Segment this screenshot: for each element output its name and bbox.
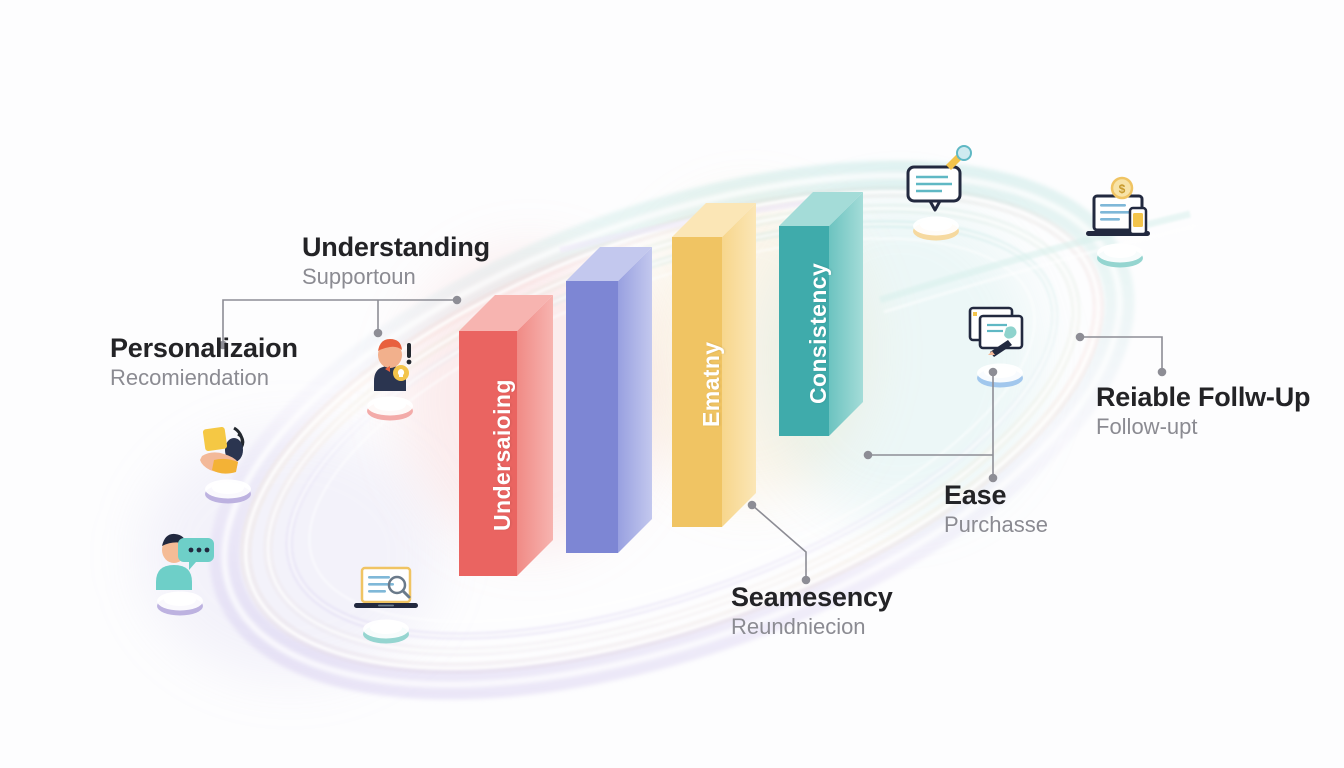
callout-title: Understanding (302, 232, 490, 262)
person-chat-icon (142, 520, 220, 620)
callout-title: Ease (944, 480, 1007, 510)
bar-empathy: Ematny (672, 203, 756, 527)
bar-blue (566, 247, 652, 553)
callout-title: Personalizaion (110, 333, 298, 363)
laptop-search-icon (348, 548, 426, 648)
callout-subtitle: Follow-upt (1096, 414, 1198, 440)
bar-consistency-label: Consistency (805, 262, 831, 404)
bar-empathy-label: Ematny (698, 341, 724, 427)
callout-subtitle: Reundniecion (731, 614, 866, 640)
document-signature-icon (962, 292, 1040, 392)
callout-subtitle: Purchasse (944, 512, 1048, 538)
bar-understanding: Undersaioing (459, 295, 553, 576)
connector-seamesency (751, 504, 807, 580)
chat-compose-icon (898, 145, 976, 245)
svg-text:$: $ (1119, 182, 1126, 196)
hand-card-icon (190, 408, 268, 508)
bar-consistency: Consistency (779, 192, 863, 436)
laptop-payment-icon: $ (1082, 172, 1160, 272)
callout-title: Seamesency (731, 582, 893, 612)
connector-follow-up (1080, 336, 1163, 372)
bar-understanding-label: Undersaioing (489, 379, 516, 532)
person-idea-icon (352, 325, 430, 425)
callout-subtitle: Recomiendation (110, 365, 269, 391)
callout-title: Reiable Follw-Up (1096, 382, 1311, 412)
callout-subtitle: Supportoun (302, 264, 416, 290)
